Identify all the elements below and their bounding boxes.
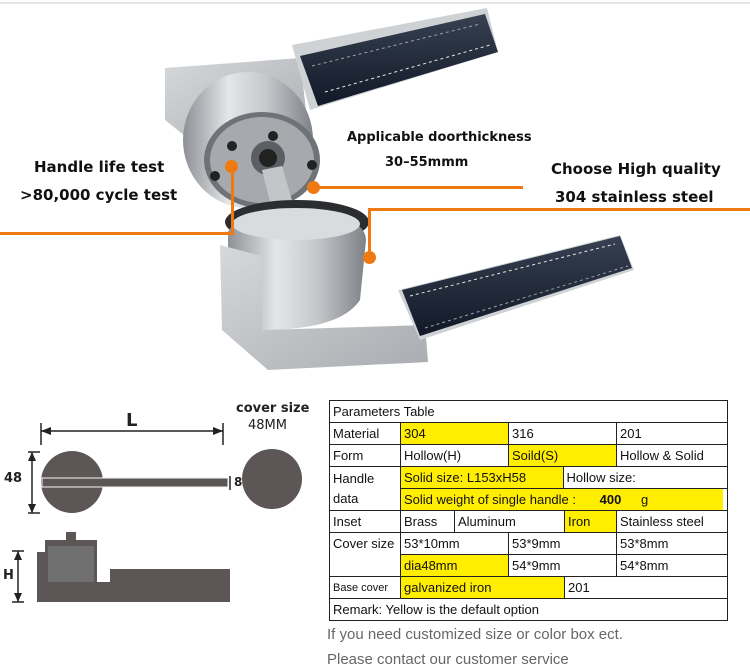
cover-size-value: 48MM bbox=[248, 418, 287, 433]
cover-size-53x10: 53*10mm bbox=[400, 532, 509, 555]
h-label: H bbox=[3, 568, 14, 583]
handle-data-label-line2: data bbox=[333, 490, 359, 506]
table-title: Parameters Table bbox=[329, 400, 728, 423]
cover-size-table-label: Cover size bbox=[329, 532, 401, 577]
height-label: 48 bbox=[4, 471, 23, 486]
callout-dot-door bbox=[307, 181, 320, 194]
handle-data-label-line1: Handle bbox=[333, 470, 375, 486]
table-row-base-cover: Base cover galvanized iron 201 bbox=[329, 576, 728, 599]
table-row-cover-size-2: dia48mm 54*9mm 54*8mm bbox=[330, 554, 728, 577]
callout-dot-life bbox=[225, 160, 238, 173]
base-cover-201: 201 bbox=[564, 576, 728, 599]
solid-size: Solid size: L153xH58 bbox=[401, 467, 563, 489]
form-option-hollow-solid: Hollow & Solid bbox=[616, 444, 728, 467]
handle-data-cell: Solid size: L153xH58 Hollow size: Solid … bbox=[400, 466, 728, 511]
stainless-steel-label: 304 stainless steel bbox=[555, 188, 714, 206]
table-row-remark: Remark: Yellow is the default option bbox=[329, 598, 728, 621]
inset-label: Inset bbox=[329, 510, 401, 533]
hollow-size: Hollow size: bbox=[562, 467, 727, 489]
handle-data-subtable: Solid size: L153xH58 Hollow size: Solid … bbox=[401, 467, 727, 510]
solid-weight-label: Solid weight of single handle : bbox=[404, 492, 577, 507]
base-cover-galvanized: galvanized iron bbox=[400, 576, 565, 599]
cover-front-view bbox=[242, 449, 302, 509]
base-cover-label: Base cover bbox=[329, 576, 401, 599]
table-row-cover-size-1: Cover size 53*10mm 53*9mm 53*8mm bbox=[329, 532, 728, 577]
inset-option-brass: Brass bbox=[400, 510, 455, 533]
inset-option-iron: Iron bbox=[564, 510, 617, 533]
table-row-handle-data: Handle data Solid size: L153xH58 Hollow … bbox=[329, 466, 728, 511]
solid-weight-value: 400 bbox=[599, 492, 622, 507]
callout-line-steel-horizontal bbox=[368, 208, 750, 211]
handle-life-test-label: Handle life test bbox=[34, 158, 165, 176]
callout-line-life-horizontal bbox=[0, 232, 234, 235]
dimension-drawing bbox=[12, 423, 302, 603]
handle-data-label: Handle data bbox=[329, 466, 401, 511]
solid-weight: Solid weight of single handle : 400 g bbox=[401, 489, 723, 510]
form-option-solid: Soild(S) bbox=[508, 444, 617, 467]
cover-size-53x9: 53*9mm bbox=[508, 532, 617, 555]
lower-leather bbox=[402, 236, 632, 336]
high-quality-label: Choose High quality bbox=[551, 160, 721, 178]
cover-size-label: cover size bbox=[236, 401, 310, 416]
table-row-inset: Inset Brass Aluminum Iron Stainless stee… bbox=[329, 510, 728, 533]
parameters-table: Parameters Table Material 304 316 201 Fo… bbox=[329, 400, 728, 621]
door-thickness-value: 30–55mmm bbox=[385, 155, 469, 170]
cycle-test-label: >80,000 cycle test bbox=[20, 186, 178, 204]
lever-front-view bbox=[41, 477, 229, 488]
cover-size-dia48: dia48mm bbox=[400, 554, 509, 577]
door-handle-photo bbox=[165, 8, 634, 370]
top-divider bbox=[0, 2, 750, 4]
door-thickness-label: Applicable doorthickness bbox=[347, 130, 532, 145]
material-option-304: 304 bbox=[400, 422, 509, 445]
solid-weight-row: Solid weight of single handle : 400 g bbox=[401, 488, 727, 510]
customization-note: If you need customized size or color box… bbox=[327, 626, 623, 643]
form-label: Form bbox=[329, 444, 401, 467]
callout-line-steel-vertical bbox=[368, 208, 371, 258]
remark: Remark: Yellow is the default option bbox=[329, 598, 728, 621]
lower-plate bbox=[220, 245, 428, 370]
inset-option-aluminum: Aluminum bbox=[454, 510, 565, 533]
form-option-hollow: Hollow(H) bbox=[400, 444, 509, 467]
table-row-form: Form Hollow(H) Soild(S) Hollow & Solid bbox=[329, 444, 728, 467]
material-option-201: 201 bbox=[616, 422, 728, 445]
table-row-material: Material 304 316 201 bbox=[329, 422, 728, 445]
material-label: Material bbox=[329, 422, 401, 445]
contact-note: Please contact our customer service bbox=[327, 651, 569, 668]
callout-line-life-vertical bbox=[231, 166, 234, 234]
callout-line-door bbox=[313, 186, 523, 189]
inset-option-stainless: Stainless steel bbox=[616, 510, 728, 533]
material-option-316: 316 bbox=[508, 422, 617, 445]
callout-dot-steel bbox=[363, 251, 376, 264]
length-label: L bbox=[126, 410, 138, 431]
upper-leather bbox=[300, 14, 498, 106]
cover-size-53x8: 53*8mm bbox=[616, 532, 728, 555]
lower-rose bbox=[228, 211, 366, 330]
cover-size-54x9: 54*9mm bbox=[508, 554, 617, 577]
table-title-row: Parameters Table bbox=[329, 400, 728, 423]
thickness-label: 8 bbox=[234, 475, 243, 489]
solid-weight-unit: g bbox=[640, 492, 649, 507]
cover-size-54x8: 54*8mm bbox=[616, 554, 728, 577]
